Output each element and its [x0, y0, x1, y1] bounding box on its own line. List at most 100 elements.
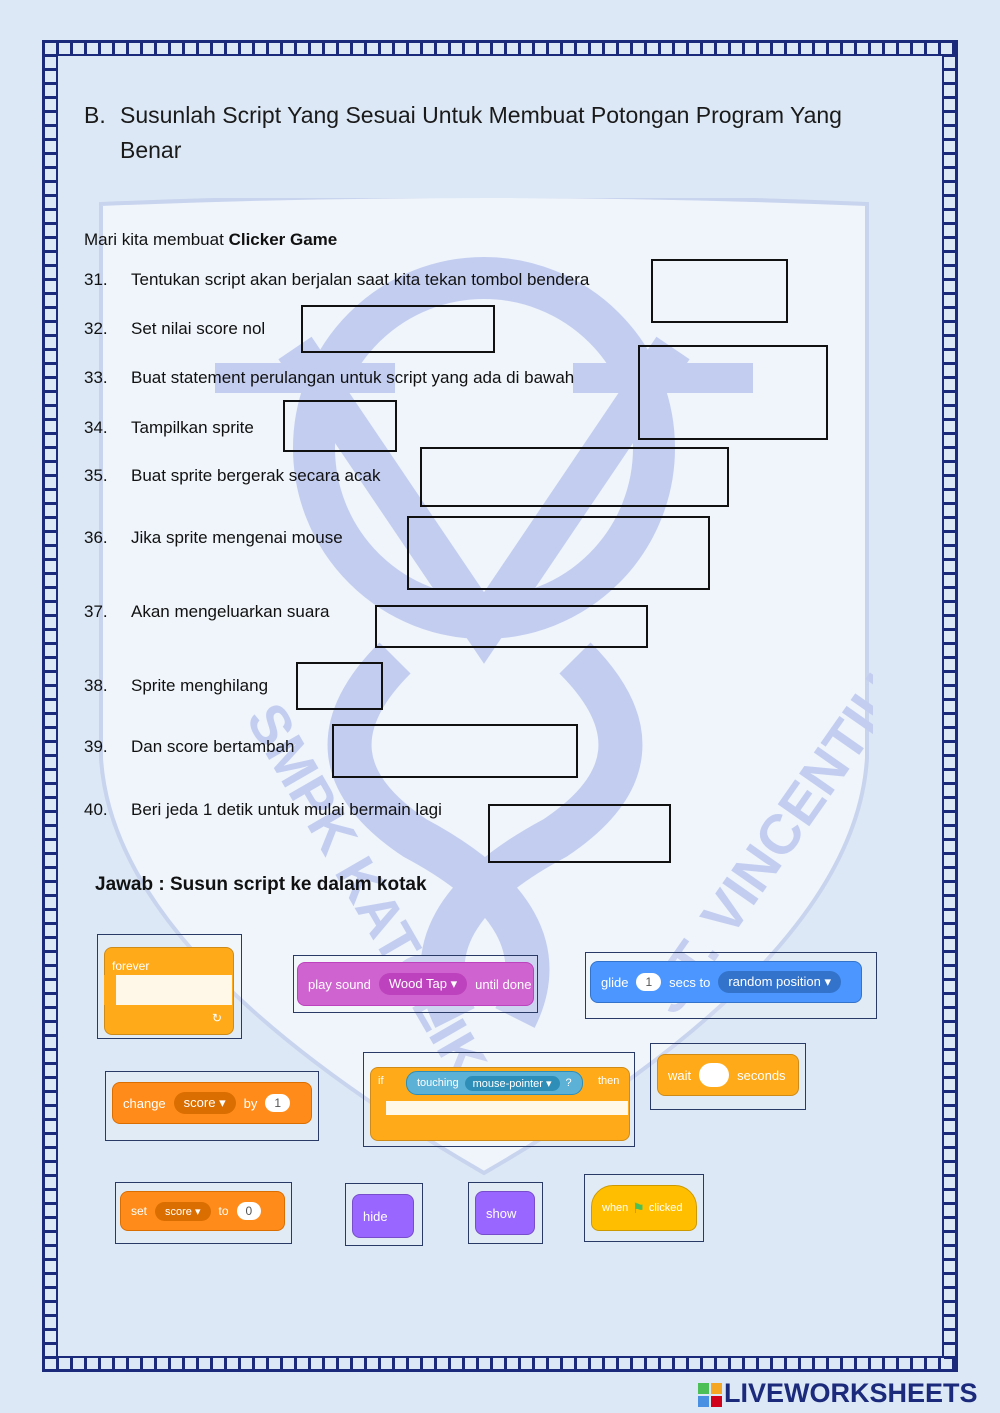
- change-variable-dropdown: score ▾: [173, 1092, 236, 1114]
- logo-text: LIVEWORKSHEETS: [724, 1378, 978, 1408]
- question-number: 33.: [84, 368, 108, 387]
- show-label: show: [486, 1205, 517, 1221]
- change-label: change: [123, 1095, 166, 1111]
- change-value-input: 1: [265, 1094, 291, 1112]
- question-number: 35.: [84, 466, 108, 485]
- liveworksheets-logo: LIVEWORKSHEETS: [698, 1378, 978, 1409]
- drop-box-40[interactable]: [488, 804, 671, 863]
- show-block[interactable]: show: [468, 1182, 543, 1244]
- drop-box-31[interactable]: [651, 259, 788, 323]
- question-number: 34.: [84, 418, 108, 437]
- intro-bold: Clicker Game: [228, 230, 338, 249]
- seconds-label: seconds: [737, 1067, 786, 1083]
- drop-box-33[interactable]: [638, 345, 828, 440]
- liveworksheets-logo-icon: [698, 1382, 722, 1407]
- wait-label: wait: [668, 1067, 692, 1083]
- forever-block-arm: [104, 975, 116, 1005]
- sound-dropdown: Wood Tap ▾: [378, 973, 468, 995]
- question-number: 37.: [84, 602, 108, 621]
- answer-title: Jawab : Susun script ke dalam kotak: [95, 874, 427, 895]
- set-score-shape: set score ▾ to 0: [120, 1191, 285, 1231]
- question-39: 39. Dan score bertambah: [84, 737, 294, 757]
- drop-box-34[interactable]: [283, 400, 397, 452]
- question-text: Dan score bertambah: [131, 737, 295, 756]
- question-38: 38.Sprite menghilang: [84, 676, 268, 696]
- clicked-label: clicked: [648, 1202, 683, 1214]
- wait-block[interactable]: wait seconds: [650, 1043, 806, 1110]
- wait-seconds-input: [699, 1063, 730, 1087]
- page-border-bottom: [42, 1358, 958, 1372]
- heading-line1: Susunlah Script Yang Sesuai Untuk Membua…: [120, 102, 842, 128]
- question-number: 31.: [84, 270, 108, 289]
- when-flag-clicked-block[interactable]: when ⚑ clicked: [584, 1174, 704, 1242]
- question-text: Tentukan script akan berjalan saat kita …: [131, 270, 590, 289]
- glide-block[interactable]: glide 1 secs to random position ▾: [585, 952, 877, 1019]
- section-heading: B. Susunlah Script Yang Sesuai Untuk Memb…: [84, 98, 884, 168]
- question-31: 31. Tentukan script akan berjalan saat ki…: [84, 270, 589, 290]
- question-32: 32. Set nilai score nol: [84, 319, 265, 339]
- intro-prefix: Mari kita membuat: [84, 230, 224, 249]
- question-number: 32.: [84, 319, 108, 338]
- forever-block-slot: [104, 975, 232, 1005]
- question-text: Jika sprite mengenai mouse: [131, 528, 343, 547]
- play-sound-block[interactable]: play sound Wood Tap ▾ until done: [293, 955, 538, 1013]
- drop-box-38[interactable]: [296, 662, 383, 710]
- question-text: Buat sprite bergerak secara acak: [131, 466, 381, 485]
- question-37: 37. Akan mengeluarkan suara: [84, 602, 329, 622]
- glide-shape: glide 1 secs to random position ▾: [590, 961, 862, 1003]
- if-block-slot: [386, 1101, 628, 1115]
- loop-arrow-icon: ↻: [212, 1011, 223, 1025]
- hide-block[interactable]: hide: [345, 1183, 423, 1246]
- page-border-top: [42, 40, 958, 54]
- heading-letter: B.: [84, 102, 106, 128]
- question-34: 34. Tampilkan sprite: [84, 418, 254, 438]
- question-text: Sprite menghilang: [131, 676, 269, 695]
- drop-box-35[interactable]: [420, 447, 729, 507]
- drop-box-36[interactable]: [407, 516, 710, 590]
- set-score-block[interactable]: set score ▾ to 0: [115, 1182, 292, 1244]
- question-40: 40.Beri jeda 1 detik untuk mulai bermain…: [84, 800, 442, 820]
- page-border-right: [944, 40, 958, 1372]
- question-mark-label: ?: [565, 1077, 572, 1089]
- question-text: Buat statement perulangan untuk script y…: [131, 368, 575, 387]
- page-border-left: [42, 40, 56, 1372]
- play-sound-label: play sound: [308, 976, 371, 992]
- secs-to-label: secs to: [669, 974, 711, 990]
- question-number: 39.: [84, 737, 108, 756]
- heading-line2: Benar: [120, 137, 182, 163]
- drop-box-37[interactable]: [375, 605, 648, 648]
- school-shield-watermark: SMPK KATOLIK ST. VINCENTIUS: [99, 198, 873, 1176]
- touching-target-dropdown: mouse-pointer ▾: [464, 1075, 560, 1091]
- hide-shape: hide: [352, 1194, 414, 1238]
- drop-box-32[interactable]: [301, 305, 495, 353]
- wait-shape: wait seconds: [657, 1054, 799, 1096]
- play-sound-shape: play sound Wood Tap ▾ until done: [297, 962, 534, 1006]
- change-score-block[interactable]: change score ▾ by 1: [105, 1071, 319, 1141]
- question-text: Set nilai score nol: [131, 319, 266, 338]
- question-number: 40.: [84, 800, 108, 819]
- hat-block-shape: when ⚑ clicked: [591, 1185, 697, 1231]
- forever-label: forever: [112, 959, 150, 973]
- then-label: then: [598, 1075, 620, 1087]
- set-variable-dropdown: score ▾: [155, 1201, 211, 1221]
- drop-box-39[interactable]: [332, 724, 578, 778]
- show-shape: show: [475, 1191, 535, 1235]
- question-text: Akan mengeluarkan suara: [131, 602, 330, 621]
- question-33: 33. Buat statement perulangan untuk scrip…: [84, 368, 574, 388]
- if-touching-block[interactable]: if touching mouse-pointer ▾ ? then: [363, 1052, 635, 1147]
- question-number: 36.: [84, 528, 108, 547]
- change-score-shape: change score ▾ by 1: [112, 1082, 312, 1124]
- question-35: 35. Buat sprite bergerak secara acak: [84, 466, 380, 486]
- question-text: Tampilkan sprite: [131, 418, 254, 437]
- if-label: if: [378, 1075, 384, 1087]
- glide-secs-input: 1: [636, 973, 662, 991]
- green-flag-icon: ⚑: [632, 1199, 645, 1216]
- touching-label: touching: [417, 1077, 459, 1089]
- forever-block[interactable]: forever ↻: [97, 934, 242, 1039]
- question-36: 36. Jika sprite mengenai mouse: [84, 528, 343, 548]
- by-label: by: [243, 1095, 258, 1111]
- glide-label: glide: [601, 974, 629, 990]
- to-label: to: [218, 1204, 229, 1218]
- set-label: set: [131, 1204, 148, 1218]
- set-value-input: 0: [236, 1202, 262, 1220]
